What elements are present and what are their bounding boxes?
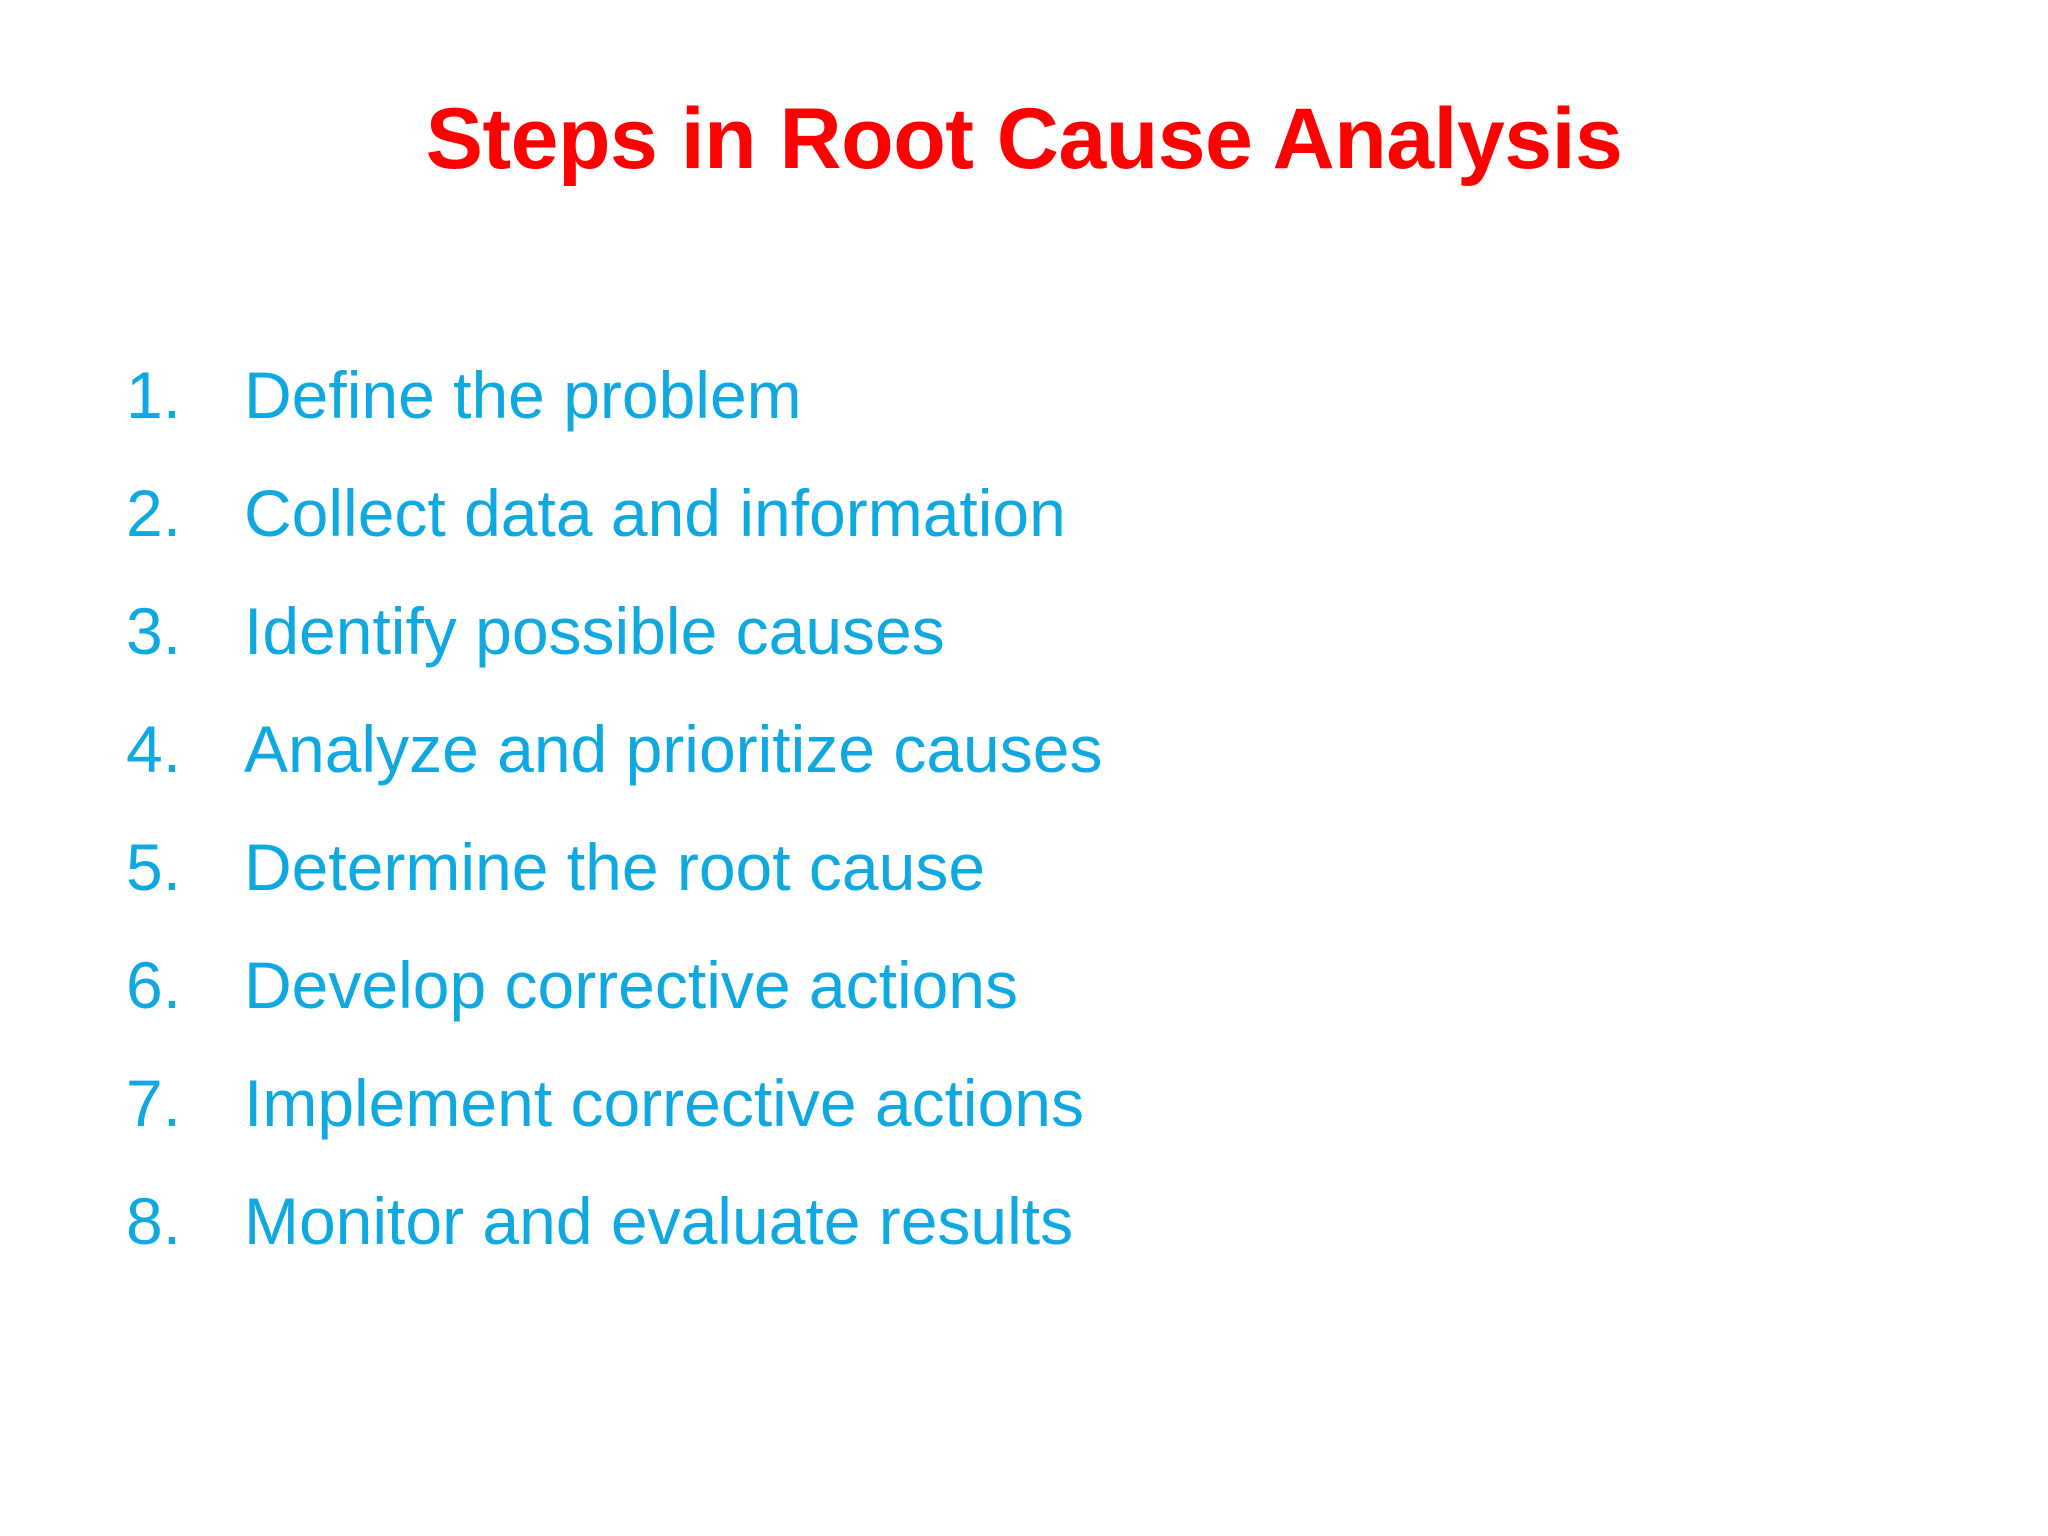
page-title: Steps in Root Cause Analysis (425, 91, 1623, 187)
steps-ordered-list: 1. Define the problem 2. Collect data an… (0, 362, 2048, 1306)
list-item-label: Collect data and information (244, 476, 1066, 550)
list-item: 2. Collect data and information (0, 480, 2048, 598)
list-item-number: 4. (126, 712, 182, 786)
list-item-number: 5. (126, 830, 182, 904)
list-item: 7. Implement corrective actions (0, 1070, 2048, 1188)
list-item-number: 7. (126, 1066, 182, 1140)
list-item: 1. Define the problem (0, 362, 2048, 480)
list-item: 6. Develop corrective actions (0, 952, 2048, 1070)
list-item-label: Define the problem (244, 358, 802, 432)
list-item: 5. Determine the root cause (0, 834, 2048, 952)
list-item-number: 1. (126, 358, 182, 432)
list-item-number: 8. (126, 1184, 182, 1258)
list-item-label: Determine the root cause (244, 830, 986, 904)
list-item-label: Identify possible causes (244, 594, 945, 668)
list-item: 4. Analyze and prioritize causes (0, 716, 2048, 834)
list-item-label: Develop corrective actions (244, 948, 1019, 1022)
list-item-number: 6. (126, 948, 182, 1022)
list-item-number: 3. (126, 594, 182, 668)
list-item-label: Monitor and evaluate results (244, 1184, 1074, 1258)
list-item-number: 2. (126, 476, 182, 550)
list-item: 3. Identify possible causes (0, 598, 2048, 716)
list-item-label: Implement corrective actions (244, 1066, 1084, 1140)
list-item: 8. Monitor and evaluate results (0, 1188, 2048, 1306)
list-item-label: Analyze and prioritize causes (244, 712, 1103, 786)
